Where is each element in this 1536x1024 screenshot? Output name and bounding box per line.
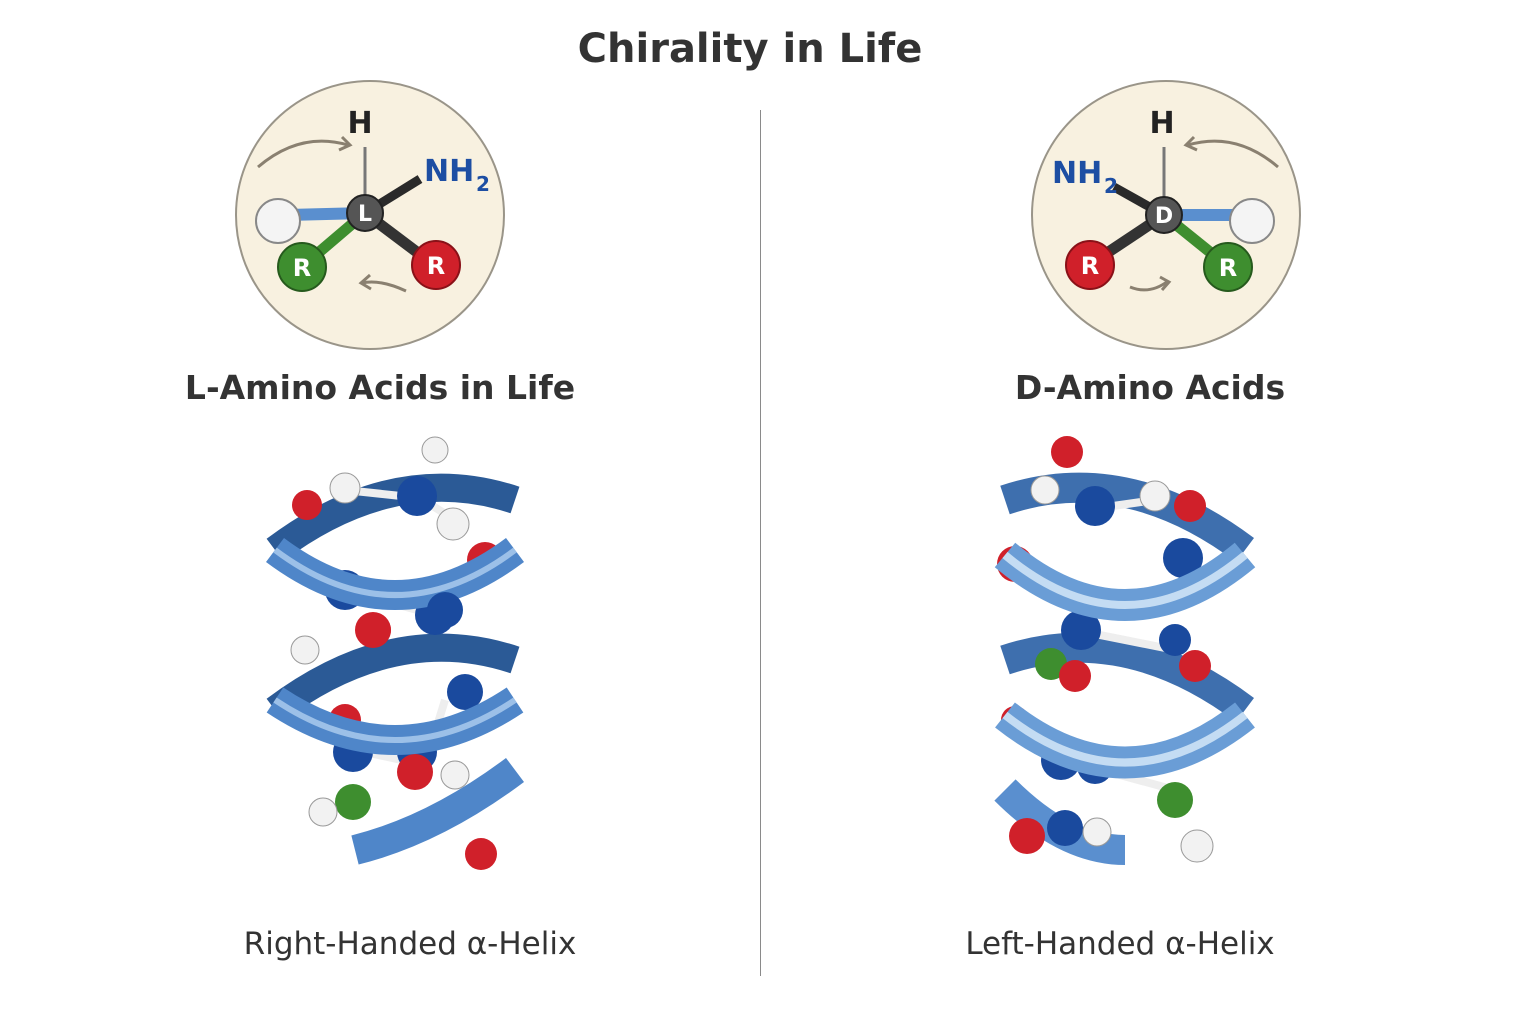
- rotation-arrow-top: [1187, 139, 1279, 169]
- right-handed-caption: Right-Handed α-Helix: [243, 926, 577, 962]
- right-panel: D H NH 2 R R D-Amino Acids: [770, 0, 1530, 1024]
- rotation-arrowhead-top: [1183, 135, 1198, 152]
- chiral-carbon-atom: [1145, 196, 1183, 234]
- r-label-green: R: [293, 254, 311, 282]
- page-title: Chirality in Life: [577, 26, 923, 72]
- amine-label: NH: [1052, 156, 1102, 191]
- hydrogen-atom: [255, 198, 301, 244]
- front-hydrogen-atom: [1082, 817, 1112, 847]
- center-divider: [760, 110, 761, 976]
- chiral-carbon-atom: [346, 194, 384, 232]
- helix-ribbon-highlight-2: [1002, 711, 1248, 767]
- rotation-arrow-top: [257, 139, 349, 169]
- front-oxygen-atom: [359, 614, 391, 646]
- helix-ribbon-highlight-1: [1002, 551, 1248, 609]
- rotation-arrowhead-bottom: [1159, 275, 1172, 291]
- rotation-arrow-bottom: [361, 280, 407, 293]
- left-handed-caption: Left-Handed α-Helix: [965, 926, 1275, 962]
- r-group-green-atom: [1203, 242, 1253, 292]
- front-hydrogen-atom-2: [1180, 829, 1214, 863]
- rotation-arrowhead-bottom: [358, 273, 372, 291]
- hydrogen-label: H: [347, 106, 372, 141]
- helix-ribbon-back-2: [266, 633, 520, 722]
- l-amino-heading: L-Amino Acids in Life: [184, 368, 576, 407]
- rotation-arrow-bottom: [1129, 279, 1169, 292]
- helix-ribbon-front-3: [351, 757, 524, 865]
- front-nitrogen-atom: [427, 592, 463, 628]
- front-nitrogen-atom: [1047, 810, 1083, 846]
- amine-subscript: 2: [1104, 174, 1118, 198]
- amine-subscript: 2: [476, 172, 490, 196]
- r-label-green: R: [1219, 254, 1237, 282]
- hydrogen-label: H: [1149, 106, 1174, 141]
- amine-label: NH: [424, 154, 474, 189]
- r-label-red: R: [1081, 252, 1099, 280]
- helix-ribbon-highlight-2: [273, 697, 517, 743]
- rotation-arrowhead-top: [338, 135, 353, 152]
- r-group-green-atom: [277, 242, 327, 292]
- hydrogen-atom: [1229, 198, 1275, 244]
- front-oxygen-atom: [1009, 818, 1045, 854]
- center-label: D: [1155, 204, 1173, 229]
- d-amino-acid-molecule: D H NH 2 R R: [1031, 80, 1301, 350]
- helix-ribbon-highlight-1: [273, 547, 517, 598]
- r-group-red-atom: [1065, 240, 1115, 290]
- left-handed-helix: [994, 436, 1256, 865]
- helix-ribbon-back-2: [1000, 632, 1254, 723]
- left-panel: L H NH 2 R R L-Amino Acids in Life: [0, 0, 760, 1024]
- center-label: L: [358, 202, 372, 227]
- right-handed-helix: [266, 436, 524, 870]
- r-label-red: R: [427, 252, 445, 280]
- d-amino-heading: D-Amino Acids: [1014, 368, 1286, 407]
- r-group-red-atom: [411, 240, 461, 290]
- l-amino-acid-molecule: L H NH 2 R R: [235, 80, 505, 350]
